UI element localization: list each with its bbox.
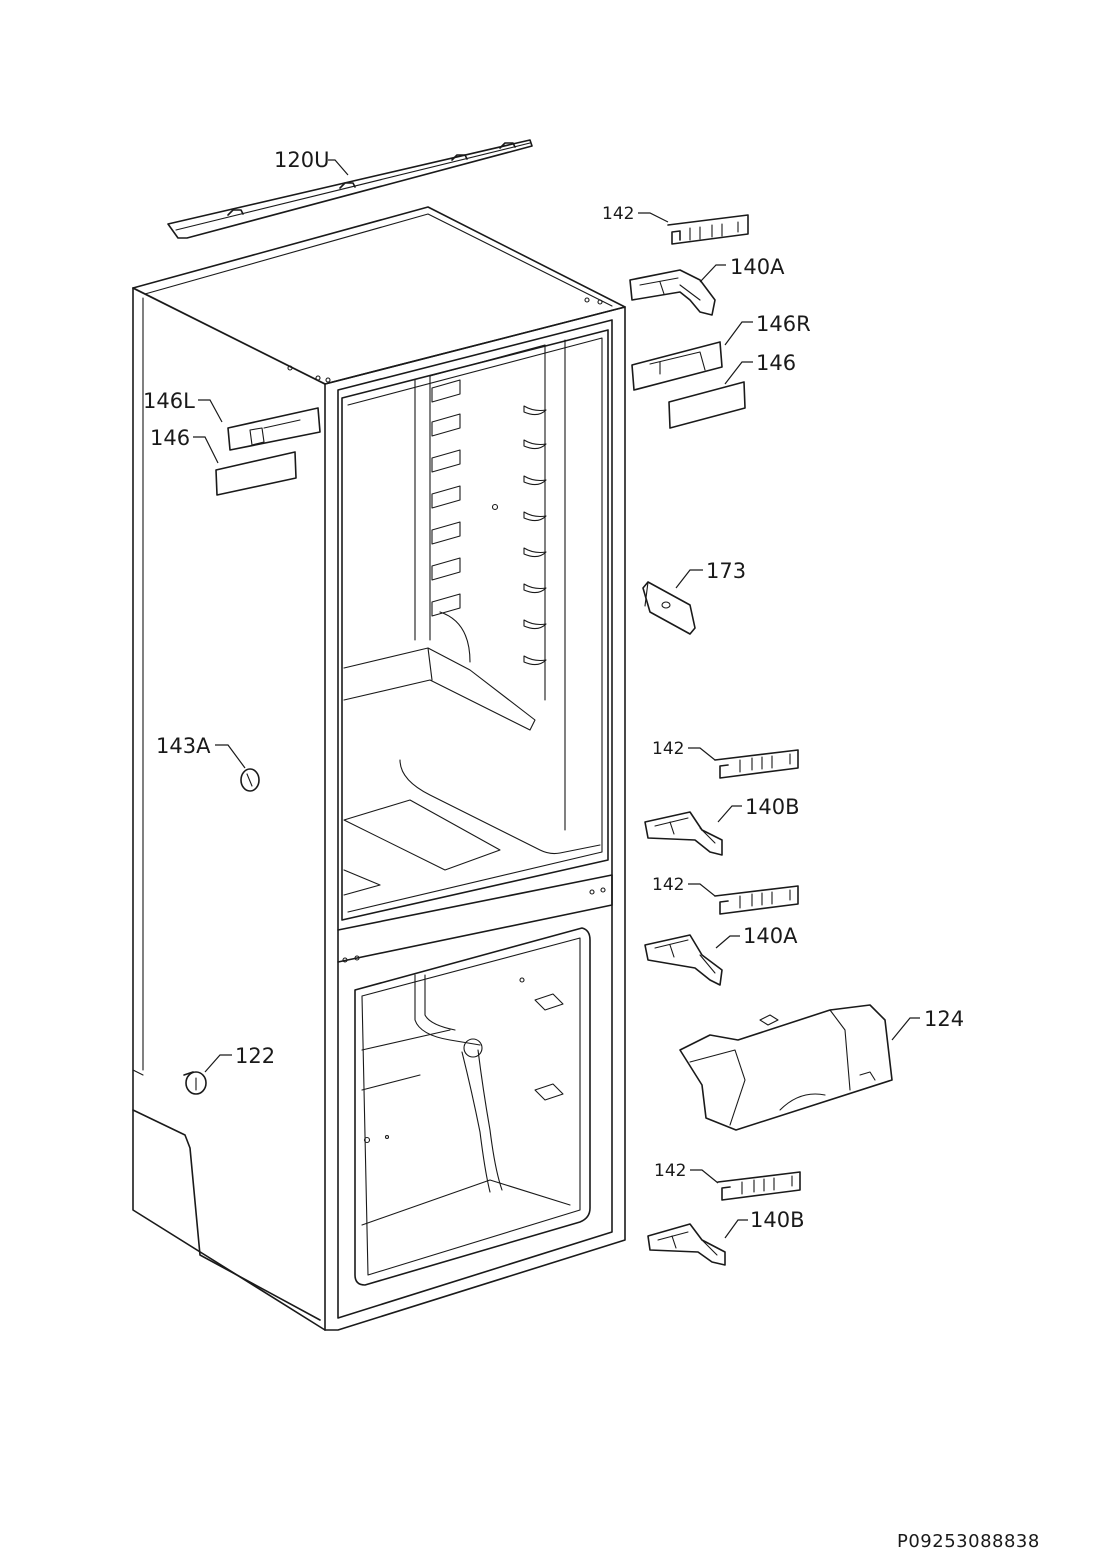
label-hinge-bottom: 140B	[750, 1208, 805, 1232]
cover-left-part	[227, 407, 321, 451]
label-shim-3: 142	[652, 875, 684, 895]
cover-left-plate-part	[215, 451, 297, 496]
label-hinge-top: 140A	[730, 255, 785, 279]
label-top-rail: 120U	[274, 148, 329, 172]
shim-part-1	[667, 214, 749, 245]
label-cover-right: 146R	[756, 312, 811, 336]
handle-part	[642, 581, 696, 635]
shelf-supports-left	[431, 379, 461, 617]
shim-part-3	[714, 885, 799, 915]
label-shim-1: 142	[602, 204, 634, 224]
label-foot: 122	[235, 1044, 275, 1068]
label-divider-cover: 124	[924, 1007, 964, 1031]
shim-part-2	[714, 749, 799, 779]
leader-lines	[193, 159, 920, 1239]
cover-right-part	[631, 341, 723, 391]
label-shim-4: 142	[654, 1161, 686, 1181]
label-hinge-mid-upper: 140A	[743, 924, 798, 948]
label-plug: 143A	[156, 734, 211, 758]
cover-right-plate-part	[668, 381, 746, 429]
divider-cover-part	[679, 1004, 893, 1131]
hinge-bottom-part	[647, 1223, 726, 1266]
shelf-supports-right	[523, 405, 547, 666]
foot-part	[183, 1071, 207, 1095]
document-id: P09253088838	[897, 1531, 1040, 1552]
label-cover-left: 146L	[143, 389, 195, 413]
shim-part-4	[717, 1171, 801, 1201]
label-hinge-mid-lower: 140B	[745, 795, 800, 819]
cabinet-body	[132, 206, 626, 1331]
part-labels: 120U 142 140A 146R 146 146L 146 173 143A…	[143, 148, 964, 1232]
label-cover-left-plate: 146	[150, 426, 190, 450]
hinge-mid-upper-part	[644, 934, 723, 986]
top-rail-part	[167, 139, 533, 239]
label-cover-right-plate: 146	[756, 351, 796, 375]
label-shim-2: 142	[652, 739, 684, 759]
hinge-mid-lower-part	[644, 811, 723, 856]
label-handle: 173	[706, 559, 746, 583]
plug-part	[240, 768, 260, 792]
hinge-top-part	[629, 269, 716, 316]
